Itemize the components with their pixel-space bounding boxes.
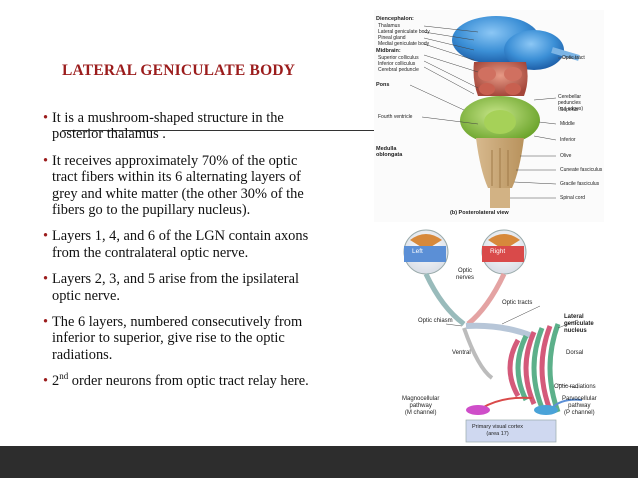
label-primary-visual-cortex: Primary visual cortex (area 17)	[472, 424, 524, 437]
label-parvocellular: Parvocellular pathway (P channel)	[562, 396, 597, 416]
label-olive: Olive	[560, 153, 572, 159]
label-middle: Middle	[560, 121, 575, 127]
left-optic-nerve-shape	[423, 272, 466, 327]
visual-pathway-illustration	[403, 229, 583, 443]
label-magnocellular: Magnocellular pathway (M channel)	[402, 396, 440, 416]
label-midbrain: Midbrain:	[376, 48, 401, 54]
label-ventral: Ventral	[452, 350, 471, 356]
thalamus-right-shape	[504, 30, 564, 70]
label-inferior-colliculus: Inferior colliculus	[378, 61, 416, 67]
optic-tract-shape	[465, 322, 534, 339]
footer-bar	[0, 446, 638, 478]
primary-visual-cortex-box	[465, 419, 557, 443]
label-optic-tracts: Optic tracts	[502, 300, 533, 306]
label-cuneate-fasciculus: Cuneate fasciculus	[560, 167, 603, 173]
label-medial-geniculate-body: Medial geniculate body	[378, 41, 430, 47]
bullet-item: •Layers 2, 3, and 5 arise from the ipsil…	[43, 271, 348, 304]
label-superior-colliculus: Superior colliculus	[378, 55, 419, 61]
label-optic-tract: Optic tract	[562, 55, 585, 61]
label-thalamus: Thalamus	[378, 23, 400, 29]
label-pons: Pons	[376, 82, 390, 88]
brainstem-figure: Diencephalon: Thalamus Lateral geniculat…	[374, 10, 604, 222]
label-lgn: Lateral geniculate nucleus	[564, 314, 594, 334]
bullet-item: •Layers 1, 4, and 6 of the LGN contain a…	[43, 228, 348, 261]
bullet-text: Layers 2, 3, and 5 arise from the ipsila…	[52, 271, 299, 304]
bullet-dot: •	[43, 228, 49, 245]
label-superior: Superior	[560, 107, 579, 113]
slide-title: LATERAL GENICULATE BODY	[62, 62, 296, 79]
visual-pathway-figure: Left Right Optic nerves Optic tracts Opt…	[382, 228, 616, 446]
bullet-dot: •	[43, 314, 49, 331]
right-optic-nerve-shape	[466, 272, 507, 326]
bullet-item: •It is a mushroom-shaped structure in th…	[43, 110, 348, 143]
label-medulla-oblongata: Medulla oblongata	[376, 146, 403, 158]
optic-tract-shape	[551, 47, 580, 61]
brainstem-illustration	[409, 16, 580, 208]
magnocellular-target-shape	[466, 405, 490, 415]
bullet-text: The 6 layers, numbered consecutively fro…	[52, 314, 303, 363]
parvocellular-target-shape	[534, 405, 558, 415]
label-optic-chiasm: Optic chiasm	[418, 318, 453, 324]
label-dorsal: Dorsal	[566, 350, 584, 356]
label-pineal-gland: Pineal gland	[378, 35, 406, 41]
label-inferior: Inferior	[560, 137, 576, 143]
label-lateral-geniculate-body: Lateral geniculate body	[378, 29, 430, 35]
label-optic-radiations: Optic radiations	[554, 384, 596, 390]
bullet-text: It receives approximately 70% of the opt…	[52, 152, 304, 219]
bullet-item: •2nd order neurons from optic tract rela…	[43, 371, 348, 390]
bullet-text: Layers 1, 4, and 6 of the LGN contain ax…	[52, 228, 309, 261]
label-gracile-fasciculus: Gracile fasciculus	[560, 181, 600, 187]
label-cerebral-peduncle: Cerebral peduncle	[378, 67, 419, 73]
bullet-text: It is a mushroom-shaped structure in the…	[52, 110, 284, 143]
bullet-list: •It is a mushroom-shaped structure in th…	[43, 110, 348, 400]
spinal-cord-shape	[490, 188, 510, 208]
label-spinal-cord: Spinal cord	[560, 195, 586, 201]
label-optic-nerves: Optic nerves	[456, 268, 475, 281]
bullet-dot: •	[43, 110, 49, 126]
bullet-item: •It receives approximately 70% of the op…	[43, 153, 348, 219]
title-underline	[62, 130, 374, 131]
figure-caption: (b) Posterolateral view	[450, 210, 509, 216]
bullet-item: • The 6 layers, numbered consecutively f…	[43, 314, 348, 363]
label-left-eye: Left	[412, 248, 423, 255]
label-fourth-ventricle: Fourth ventricle	[378, 114, 413, 120]
bullet-text-rest: order neurons from optic tract relay her…	[68, 373, 309, 390]
label-right-eye: Right	[490, 248, 506, 255]
ordinal-number: 2	[52, 373, 60, 390]
ordinal-suffix: nd	[59, 371, 69, 382]
bullet-text: 2nd order neurons from optic tract relay…	[52, 371, 309, 390]
bullet-dot: •	[43, 271, 49, 288]
bullet-dot: •	[43, 373, 49, 390]
label-cerebellar-peduncles: Cerebellar peduncles (cut edges)	[558, 94, 584, 112]
label-diencephalon: Diencephalon:	[376, 16, 414, 22]
bullet-dot: •	[43, 152, 49, 169]
